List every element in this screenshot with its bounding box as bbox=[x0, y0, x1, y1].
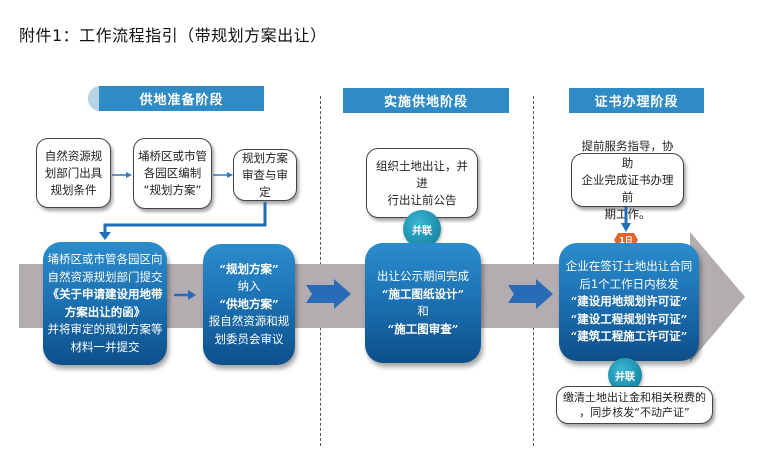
phase-header-cert: 证书办理阶段 bbox=[569, 88, 704, 113]
connector-arrow-icon bbox=[99, 202, 267, 240]
phase-header-supply: 实施供地阶段 bbox=[343, 88, 509, 113]
step-compile-plan: 埇桥区或市管 各园区编制 “规划方案” bbox=[133, 138, 212, 209]
step-planning-conditions: 自然资源规 划部门出具 规划条件 bbox=[36, 138, 111, 208]
arrow-right-small-icon bbox=[213, 172, 233, 178]
step-advance-guidance: 提前服务指导，协助 企业完成证书办理前 期工作。 bbox=[571, 139, 684, 221]
arrow-right-icon bbox=[174, 290, 196, 300]
phase-header-prep: 供地准备阶段 bbox=[99, 86, 264, 111]
step-submit-application: 埇桥区或市管各园区向 自然资源规划部门提交 《关于申请建设用地带 方案出让的函》… bbox=[43, 242, 167, 365]
step-committee-review: “规划方案” 纳入 “供地方案” 报自然资源和规 划委员会审议 bbox=[203, 244, 295, 365]
chevron-arrow-icon bbox=[508, 279, 553, 309]
parallel-badge: 并联 bbox=[403, 210, 441, 248]
arrow-down-icon bbox=[621, 207, 631, 232]
step-property-certificate: 缴清土地出让金和相关税费的 ，同步核发“不动产证” bbox=[556, 386, 713, 424]
day-badge: 1日 bbox=[619, 235, 633, 245]
step-construction-drawings: 出让公示期间完成 “施工图纸设计” 和 “施工图审查” bbox=[365, 243, 481, 363]
phase-tab-decoration bbox=[88, 86, 100, 111]
chevron-arrow-icon bbox=[306, 279, 351, 309]
step-land-transfer-notice: 组织土地出让，并进 行出让前公告 bbox=[366, 148, 478, 218]
step-issue-permits: 企业在签订土地出让合同 后1个工作日内核发 “建设用地规划许可证” “建设工程规… bbox=[559, 243, 699, 361]
flow-arrow-head bbox=[690, 232, 745, 362]
arrow-right-small-icon bbox=[112, 172, 132, 178]
step-plan-review: 规划方案 审查与审定 bbox=[233, 149, 297, 201]
page-title: 附件1：工作流程指引（带规划方案出让） bbox=[19, 26, 327, 45]
